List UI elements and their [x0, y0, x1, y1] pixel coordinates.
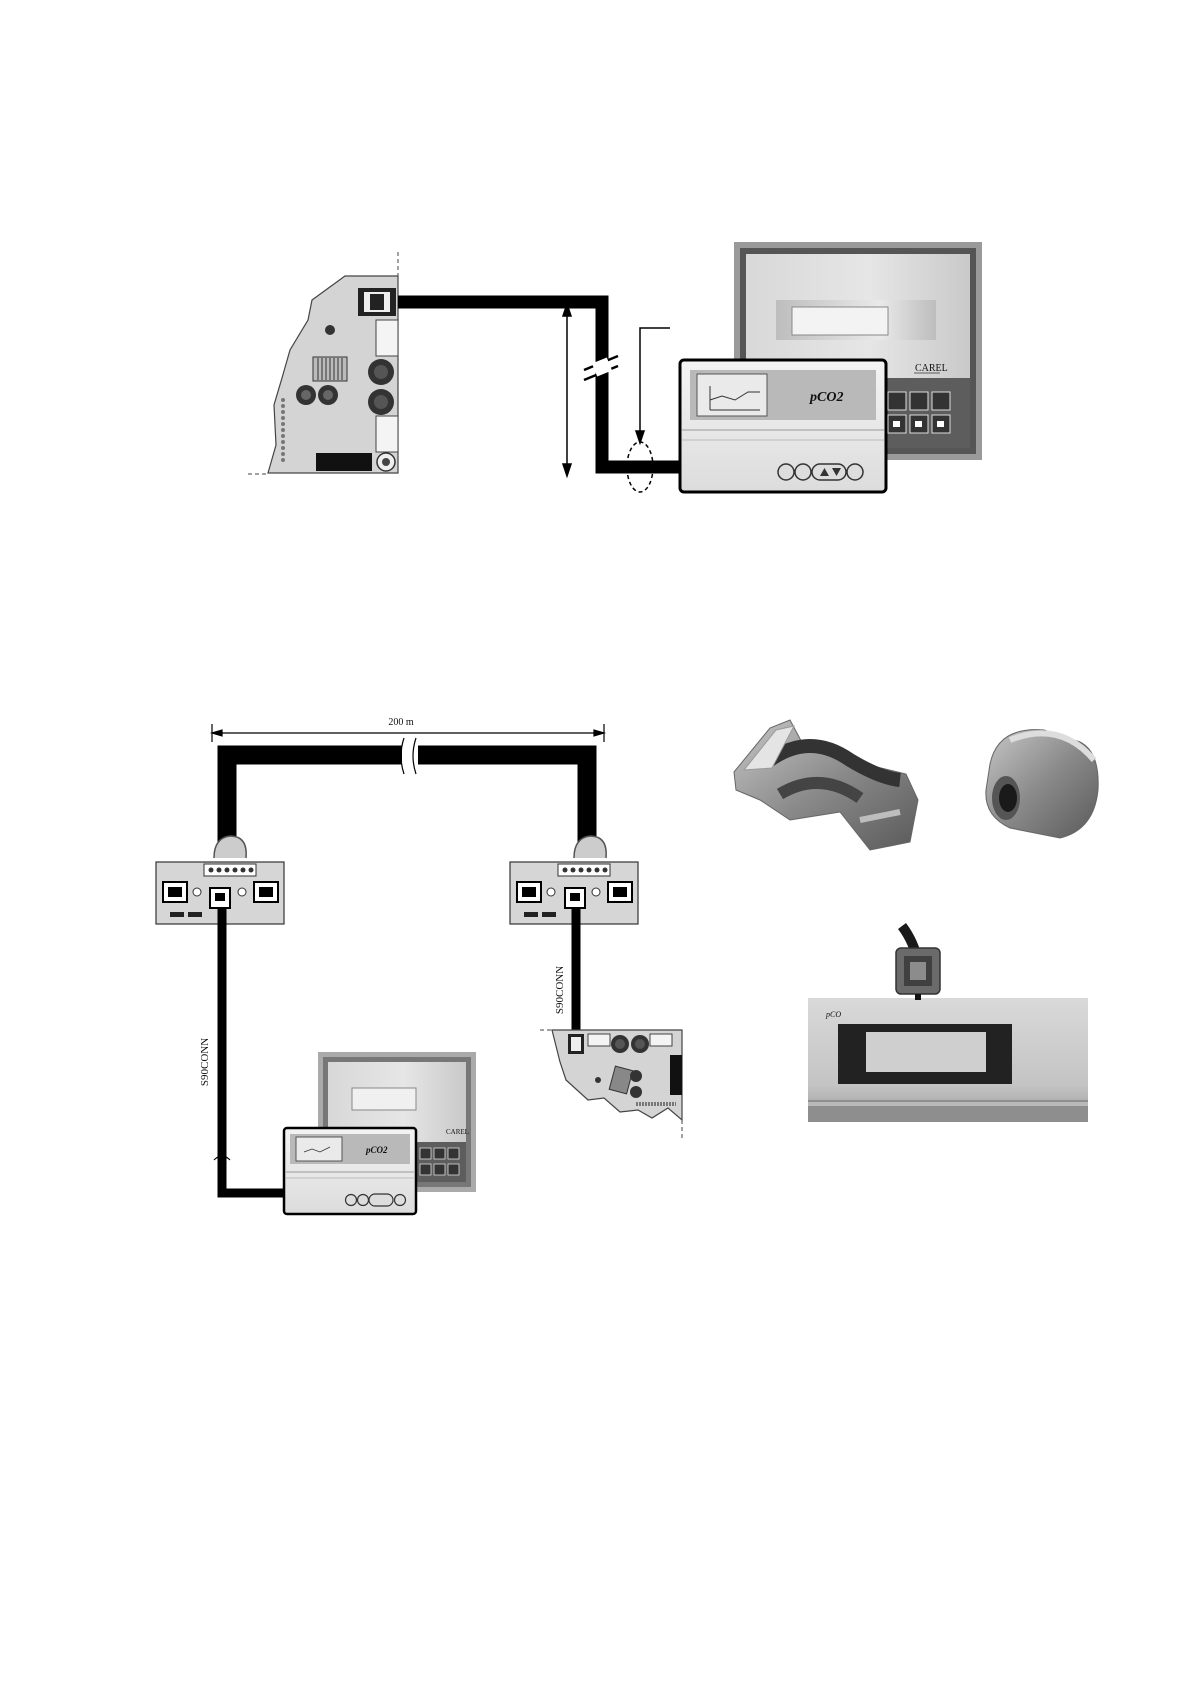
length-dimension-arrow	[563, 304, 571, 476]
terminal-keypad-2	[346, 1194, 406, 1206]
terminal-keypad-1	[778, 464, 863, 480]
controller-board-1	[248, 252, 398, 474]
s90conn-cable-left	[222, 908, 290, 1193]
ferrite-core-open-photo	[734, 720, 918, 850]
figure-1-connection: CAREL pCO2	[248, 242, 982, 492]
terminal-with-ferrite-photo: pCO	[808, 926, 1088, 1122]
figure-2-remote-connection: 200 m	[156, 714, 682, 1214]
pco2-terminal-1: pCO2	[680, 360, 886, 492]
panel-brand-label-2: CAREL	[446, 1128, 469, 1136]
distance-label: 200 m	[388, 717, 414, 728]
terminal-brand-label-2: pCO2	[365, 1145, 388, 1155]
ferrite-core-closed-photo	[986, 730, 1098, 838]
pco2-terminal-2: pCO2	[284, 1128, 416, 1214]
s90conn-label-right: S90CONN	[554, 966, 566, 1014]
s90conn-label-left: S90CONN	[199, 1038, 211, 1086]
ferrite-callout-arrow	[636, 328, 670, 443]
terminal-brand-label: pCO2	[809, 390, 843, 405]
telephone-cable	[398, 302, 680, 467]
photo-terminal-brand: pCO	[825, 1010, 841, 1019]
panel-brand-label: CAREL	[915, 363, 948, 374]
controller-board-2	[540, 1030, 682, 1140]
